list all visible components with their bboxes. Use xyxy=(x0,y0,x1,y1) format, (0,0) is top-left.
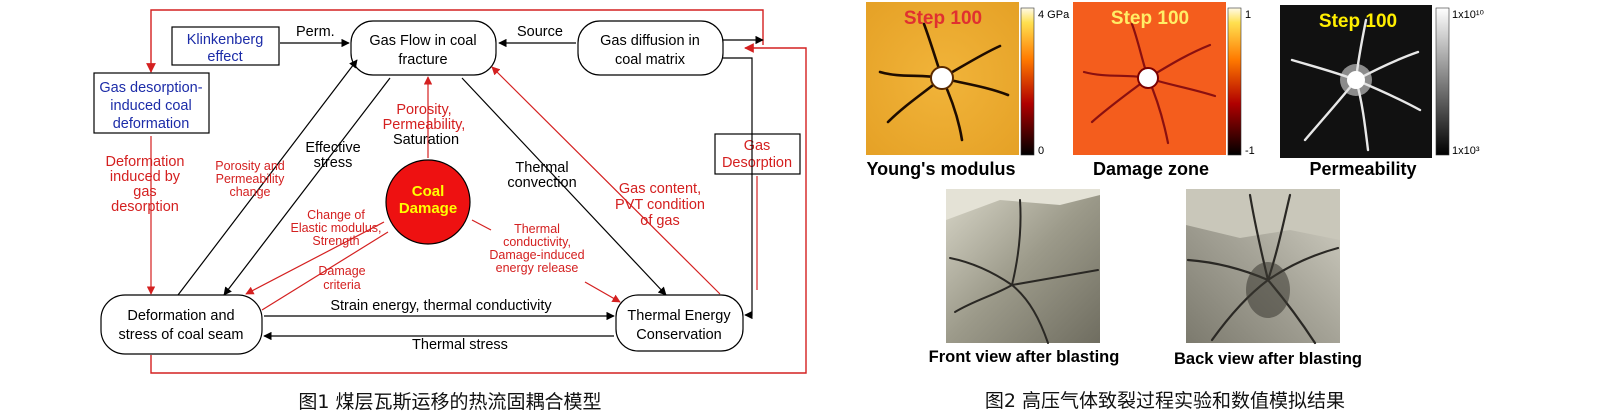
svg-text:1x10³: 1x10³ xyxy=(1452,145,1480,157)
panel-permeability: Step 100 1x10¹⁰ 1x10³ Permeability xyxy=(1280,5,1485,179)
panel-damage-zone: Step 100 1 -1 Damage zone xyxy=(1073,2,1255,179)
panel-permeability-step: Step 100 xyxy=(1319,11,1397,32)
label-strain-energy: Strain energy, thermal conductivity xyxy=(330,298,552,314)
svg-text:4 GPa: 4 GPa xyxy=(1038,9,1070,21)
svg-text:Damage zone: Damage zone xyxy=(1093,159,1209,179)
photo-back-view: Back view after blasting xyxy=(1174,189,1362,368)
edge-labels: Perm. Source Porosity, Permeability, Sat… xyxy=(106,24,706,353)
figure1-caption: 图1 煤层瓦斯运移的热流固耦合模型 xyxy=(298,391,601,413)
svg-text:1: 1 xyxy=(1245,9,1251,21)
svg-text:Back view after blasting: Back view after blasting xyxy=(1174,350,1362,368)
svg-text:1x10¹⁰: 1x10¹⁰ xyxy=(1452,9,1485,21)
label-thermal-stress: Thermal stress xyxy=(412,337,508,353)
panel-youngs-step: Step 100 xyxy=(904,8,982,29)
red-arrows xyxy=(146,66,758,311)
svg-text:-1: -1 xyxy=(1245,145,1255,157)
figure2-caption: 图2 高压气体致裂过程实验和数值模拟结果 xyxy=(985,390,1345,412)
label-perm: Perm. xyxy=(296,24,335,40)
svg-text:Young's modulus: Young's modulus xyxy=(867,159,1016,179)
svg-text:Front view after blasting: Front view after blasting xyxy=(929,348,1120,366)
black-arrows xyxy=(177,35,764,341)
outer-red-loop xyxy=(146,9,807,374)
panel-youngs-modulus: Step 100 4 GPa 0 Young's modulus xyxy=(866,2,1070,179)
label-porosity-permeability-saturation: Porosity, Permeability, Saturation xyxy=(383,102,470,148)
svg-text:0: 0 xyxy=(1038,145,1044,157)
panel-damage-step: Step 100 xyxy=(1111,8,1189,29)
label-source: Source xyxy=(517,24,563,40)
photo-front-view: Front view after blasting xyxy=(929,189,1120,366)
svg-text:Permeability: Permeability xyxy=(1309,159,1416,179)
